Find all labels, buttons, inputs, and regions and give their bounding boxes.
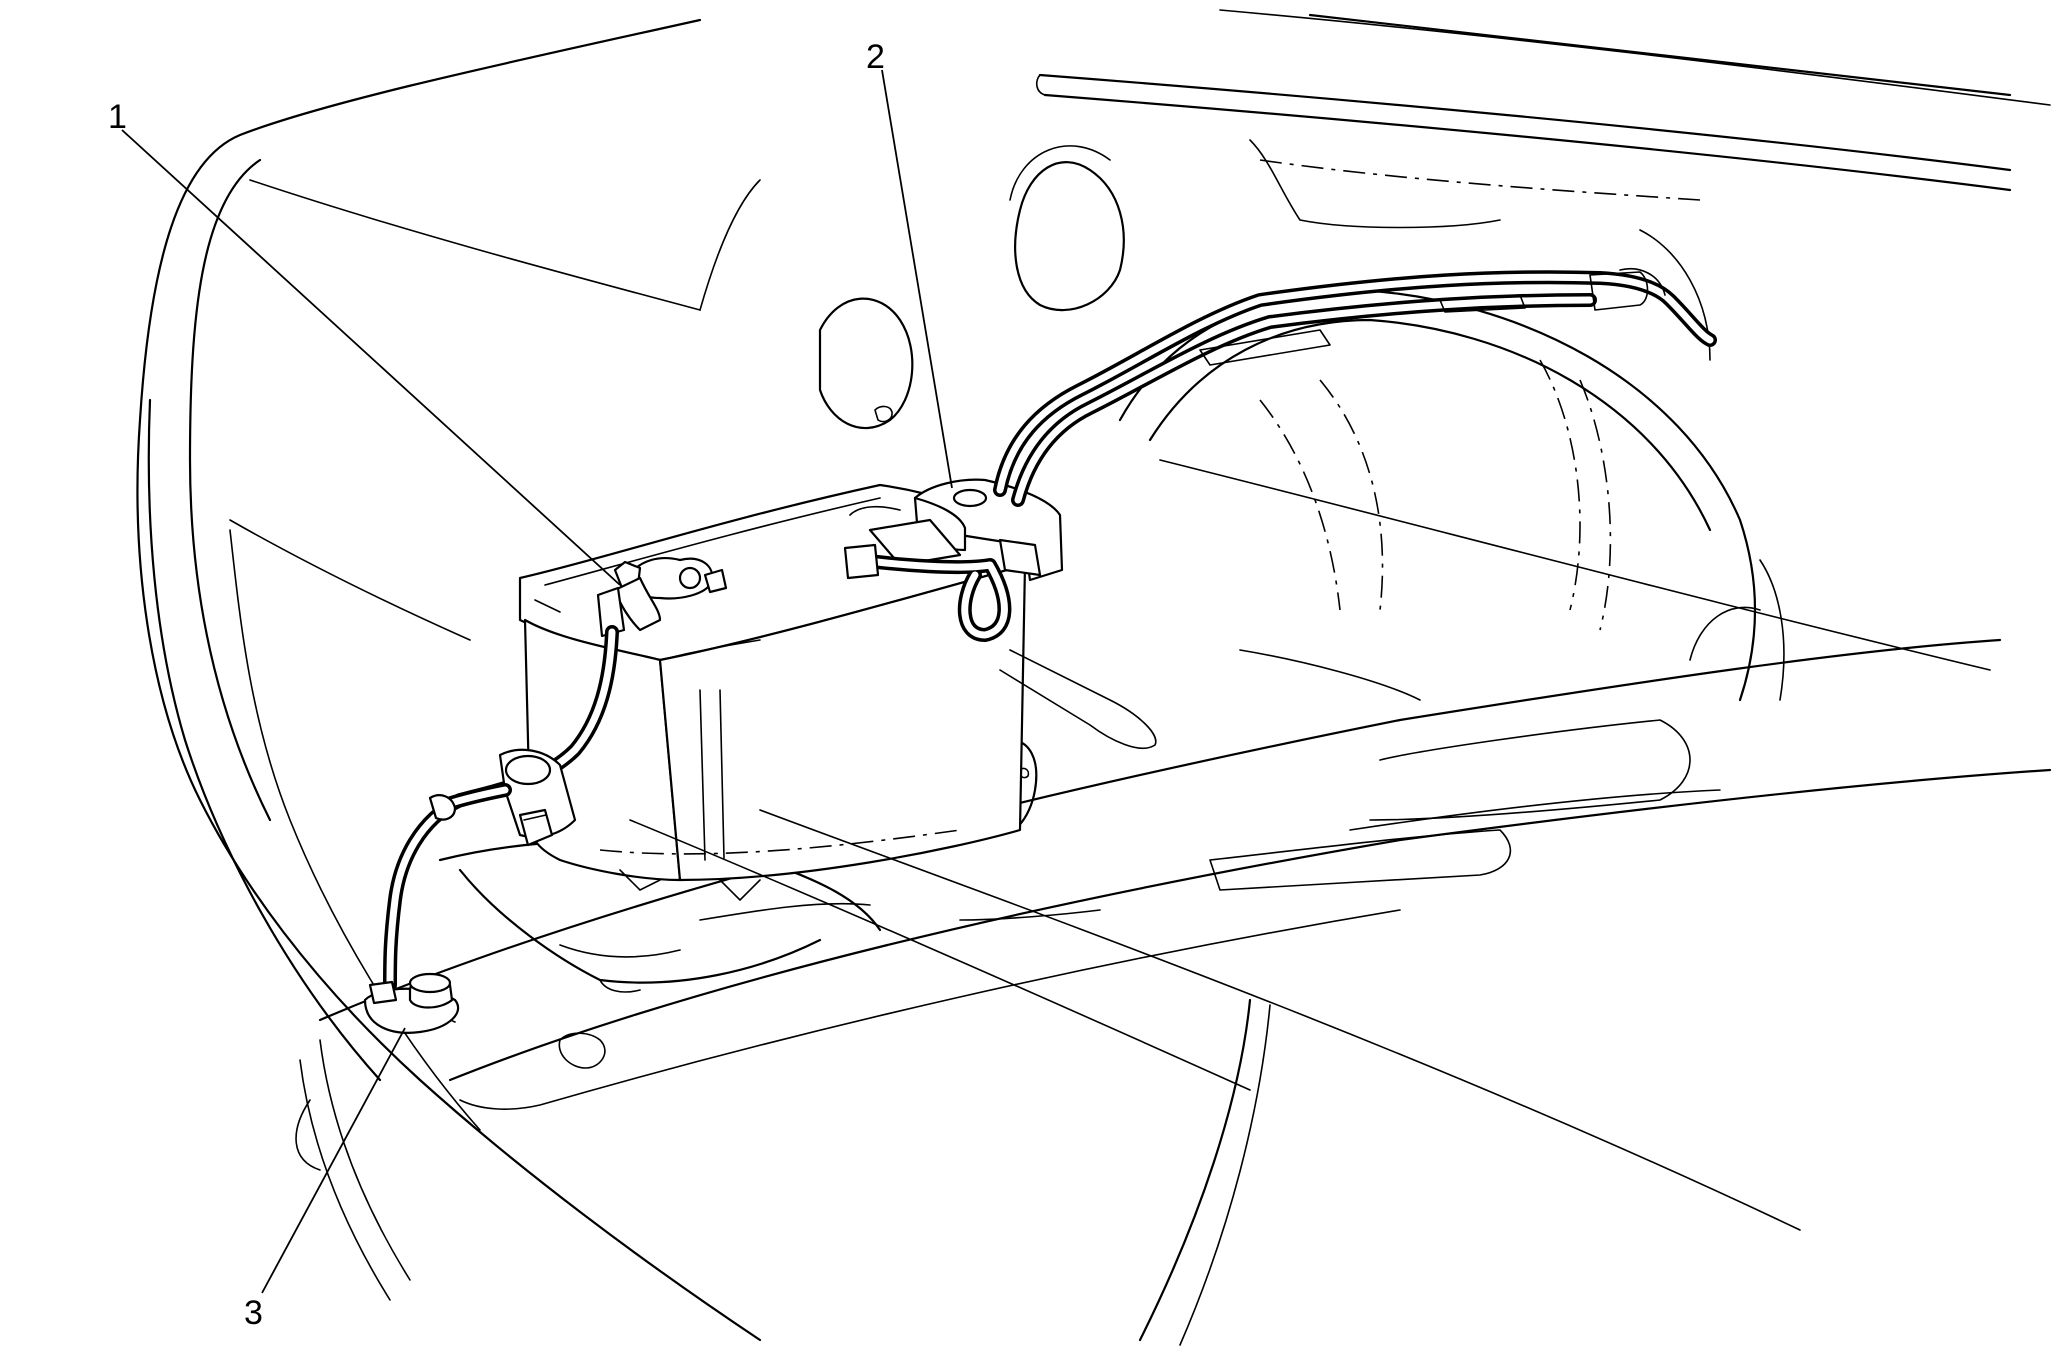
trunk-body-outline [136, 9, 2051, 1342]
negative-cable [383, 625, 619, 992]
floor-lines [629, 459, 1991, 1231]
callout-3: 3 [244, 1294, 263, 1332]
ground-bolt [363, 972, 460, 1034]
positive-terminal-cover [843, 478, 1064, 642]
negative-terminal [596, 557, 728, 638]
trunk-floor [295, 638, 2052, 1346]
callout-leaders [121, 69, 953, 1294]
callout-2: 2 [866, 38, 885, 76]
callout-1: 1 [108, 98, 127, 136]
positive-cable [993, 268, 1717, 507]
